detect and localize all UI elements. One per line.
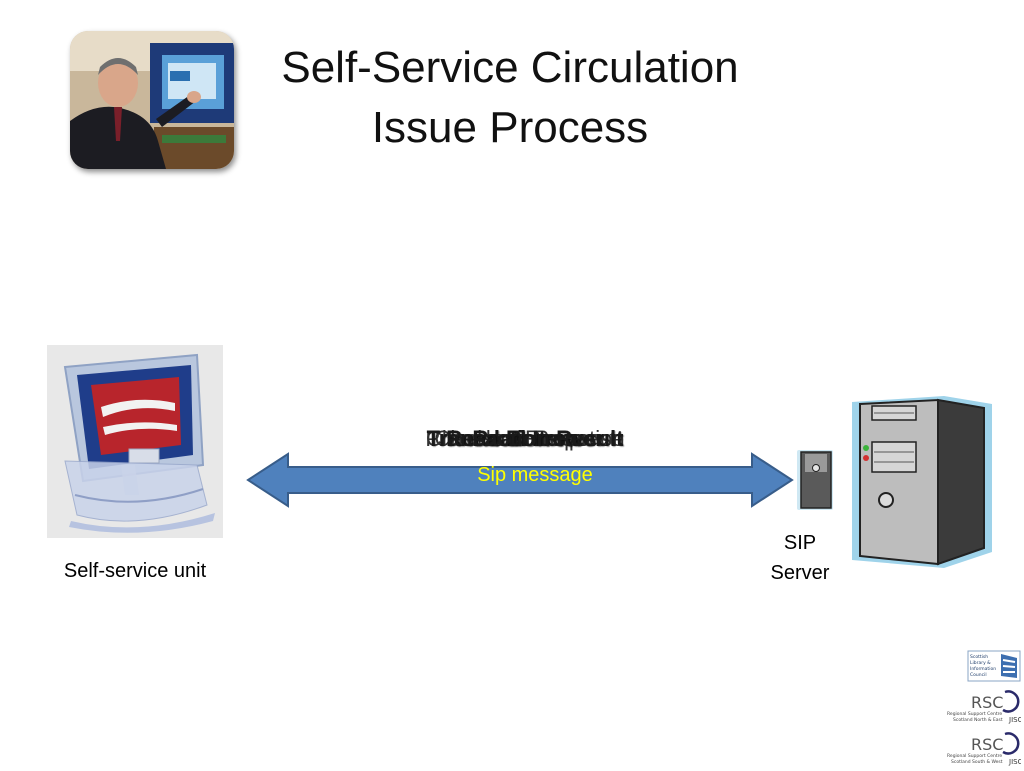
svg-text:Scotland North & East: Scotland North & East xyxy=(953,717,1003,723)
step-label-checkout-response: Checkout Response xyxy=(425,426,625,451)
sip-server-label-line1: SIP xyxy=(783,532,817,554)
svg-text:Regional Support Centre: Regional Support Centre xyxy=(947,753,1002,759)
svg-text:Scottish: Scottish xyxy=(970,654,988,660)
svg-text:Library &: Library & xyxy=(970,660,991,666)
person-at-kiosk-photo xyxy=(70,31,234,169)
step-label-read-item: Read Item xyxy=(472,426,578,451)
transaction-step-labels: Checkout Request Checkout Response Proce… xyxy=(300,424,750,454)
slic-logo: Scottish Library & Information Council xyxy=(967,650,1021,682)
sip-server-label: SIP Server xyxy=(750,528,850,588)
sip-message-label: Sip message xyxy=(477,464,593,486)
svg-text:JISC: JISC xyxy=(1008,716,1021,724)
server-tower-icon xyxy=(848,392,996,572)
svg-text:Regional Support Centre: Regional Support Centre xyxy=(947,711,1002,717)
svg-text:RSC: RSC xyxy=(971,735,1003,754)
slide-title-line2: Issue Process xyxy=(371,103,649,152)
slide-title-line1: Self-Service Circulation xyxy=(281,43,739,92)
svg-text:Scotland South & West: Scotland South & West xyxy=(951,759,1003,765)
svg-text:JISC: JISC xyxy=(1008,758,1021,766)
svg-text:RSC: RSC xyxy=(971,693,1003,712)
step-label-process-transaction: Process Transaction xyxy=(425,426,625,451)
partner-logos: Scottish Library & Information Council R… xyxy=(945,650,1023,766)
slide-title: Self-Service Circulation Issue Process xyxy=(250,38,770,158)
step-label-read-borrower: Read Borrower xyxy=(446,426,604,451)
rsc-north-east-logo: RSC Regional Support Centre Scotland Nor… xyxy=(947,686,1023,724)
sip-server-icon xyxy=(796,448,836,514)
step-label-checkout-request: Checkout Request xyxy=(434,426,616,451)
svg-text:Council: Council xyxy=(970,672,987,678)
step-label-transaction-result: Transaction Result xyxy=(426,426,624,451)
rsc-south-west-logo: RSC Regional Support Centre Scotland Sou… xyxy=(947,728,1023,766)
svg-text:Information: Information xyxy=(970,666,996,672)
self-service-unit-label: Self-service unit xyxy=(63,560,207,582)
sip-message-double-arrow xyxy=(245,450,795,510)
self-service-unit-image xyxy=(47,345,223,538)
sip-server-label-line2: Server xyxy=(770,562,830,584)
